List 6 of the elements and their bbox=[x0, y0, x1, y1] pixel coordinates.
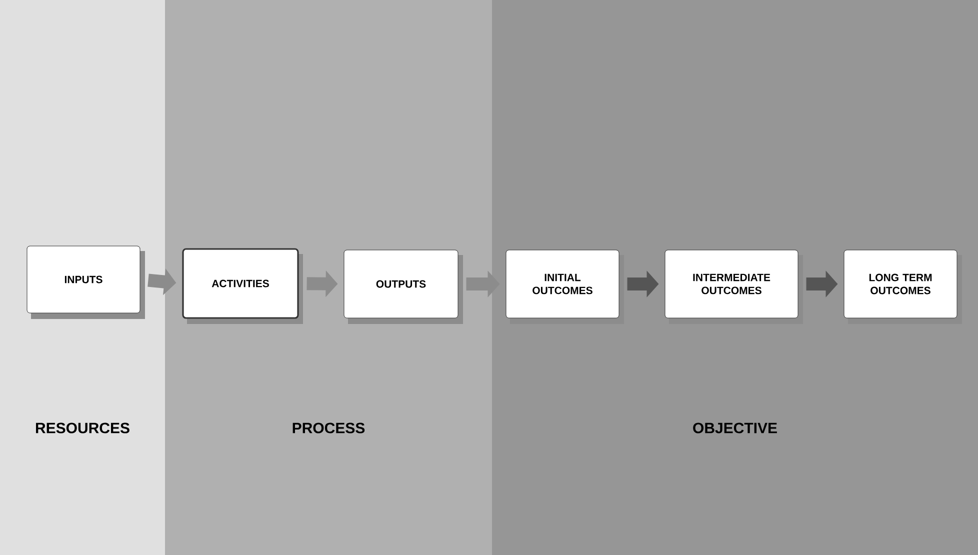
process-box: INITIAL OUTCOMES bbox=[506, 250, 624, 324]
process-box: INPUTS bbox=[26, 246, 145, 319]
process-box: LONG TERM OUTCOMES bbox=[844, 250, 962, 324]
process-box: OUTPUTS bbox=[344, 250, 463, 324]
process-box: INTERMEDIATE OUTCOMES bbox=[664, 250, 803, 324]
process-box: ACTIVITIES bbox=[182, 248, 303, 324]
